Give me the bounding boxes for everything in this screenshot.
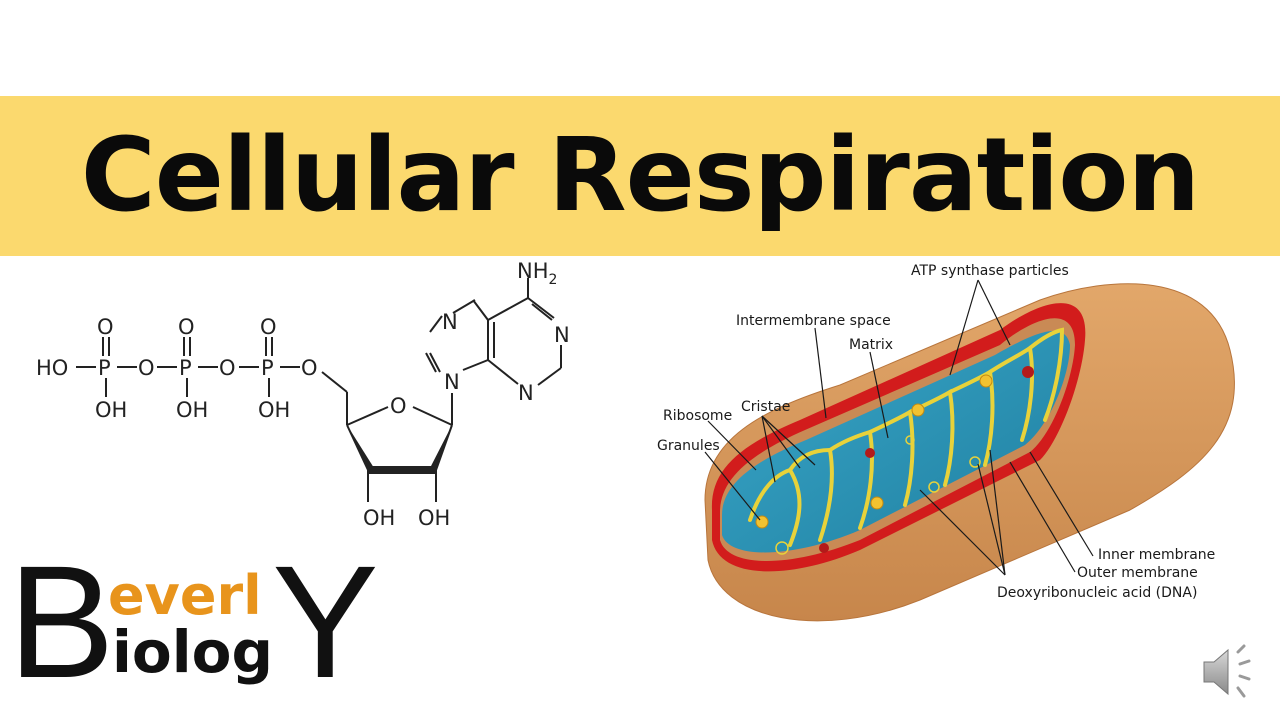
logo-letter-b: B [8, 540, 115, 711]
oh-p3: OH [258, 398, 290, 422]
n3-label: N [518, 381, 534, 405]
label-ribosome: Ribosome [663, 408, 732, 424]
label-granules: Granules [657, 438, 720, 454]
title-banner [0, 96, 1280, 256]
n9-label: N [444, 370, 460, 394]
oh-ribose-right: OH [418, 506, 450, 530]
logo-text-iolog: iolog [112, 618, 273, 686]
p2-label: P [179, 356, 192, 380]
label-inner-membrane: Inner membrane [1098, 547, 1215, 563]
o-link-2: O [219, 356, 236, 380]
label-matrix: Matrix [849, 337, 893, 353]
label-cristae: Cristae [741, 399, 790, 415]
label-intermembrane-space: Intermembrane space [736, 313, 891, 329]
label-outer-membrane: Outer membrane [1077, 565, 1198, 581]
oh-p2: OH [176, 398, 208, 422]
p3-label: P [261, 356, 274, 380]
nh2-label: NH2 [517, 259, 557, 288]
page-title: Cellular Respiration [80, 116, 1200, 235]
logo-text-everl: everl [108, 564, 262, 627]
mitochondrion-diagram: ATP synthase particles Intermembrane spa… [657, 263, 1235, 622]
o-link-3: O [301, 356, 318, 380]
o-double-3: O [260, 315, 277, 339]
oh-ribose-left: OH [363, 506, 395, 530]
label-atp-synthase: ATP synthase particles [911, 263, 1069, 279]
o-double-2: O [178, 315, 195, 339]
logo-letter-y: Y [272, 540, 379, 711]
p1-label: P [98, 356, 111, 380]
speaker-icon[interactable] [1196, 640, 1268, 704]
n7-label: N [442, 310, 458, 334]
oh-p1: OH [95, 398, 127, 422]
n1-label: N [554, 323, 570, 347]
atp-molecule-diagram: HO P P P O O O O O O OH OH OH O OH OH N … [36, 259, 570, 530]
o-link-1: O [138, 356, 155, 380]
ring-oxygen-label: O [390, 394, 407, 418]
beverly-biology-logo: B everl iolog Y [8, 540, 379, 711]
label-dna: Deoxyribonucleic acid (DNA) [997, 585, 1197, 601]
ho-label: HO [36, 356, 68, 380]
o-double-1: O [97, 315, 114, 339]
